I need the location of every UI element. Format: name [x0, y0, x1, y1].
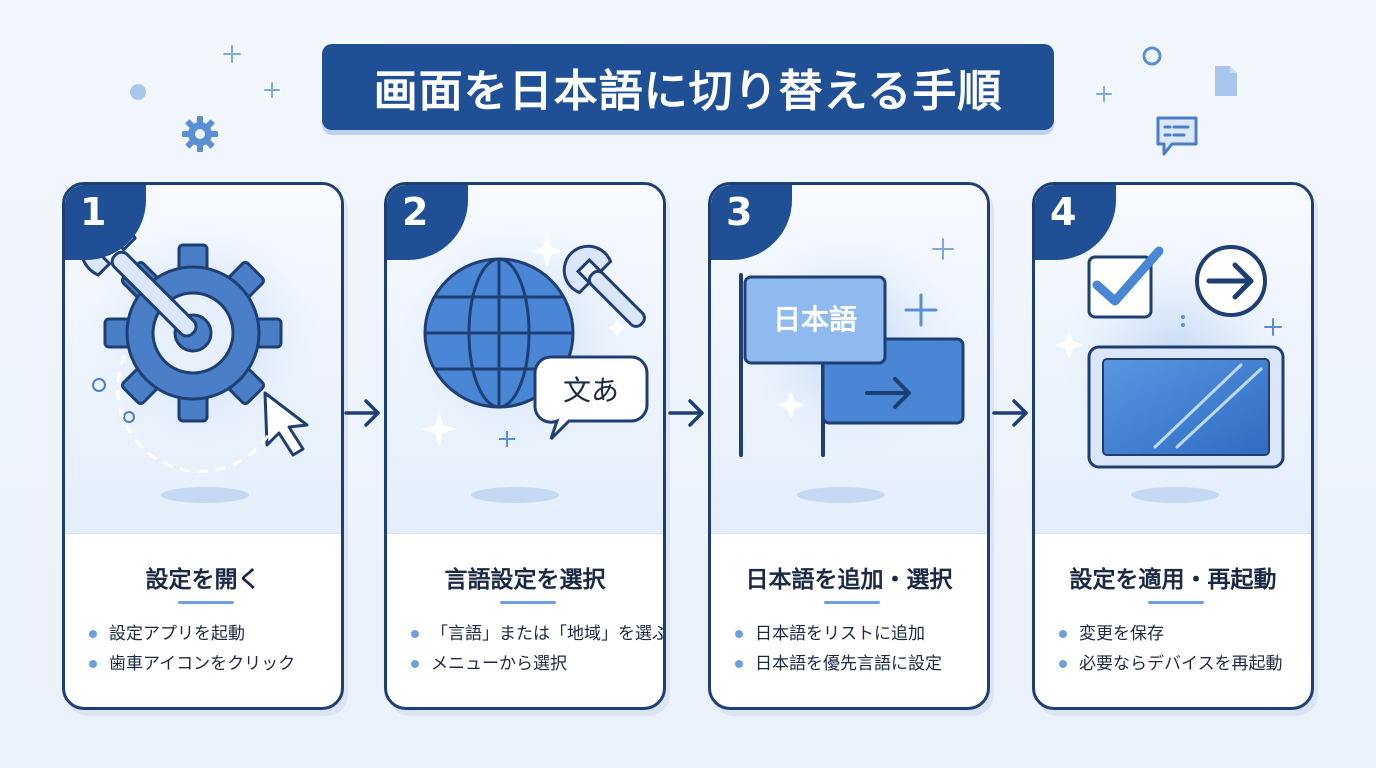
list-item: メニューから選択 — [409, 649, 657, 679]
step-number-badge: 1 — [65, 185, 146, 260]
step-illustration: 文あ 2 — [387, 185, 663, 534]
step-number: 3 — [726, 190, 753, 234]
list-item: 歯車アイコンをクリック — [87, 649, 335, 679]
step-bullets: 日本語をリストに追加 日本語を優先言語に設定 — [733, 619, 981, 679]
list-item: 必要ならデバイスを再起動 — [1057, 649, 1305, 679]
step-illustration: 1 — [65, 185, 341, 534]
page-title: 画面を日本語に切り替える手順 — [373, 66, 1003, 117]
sparkle-icon — [223, 45, 241, 63]
document-icon — [1215, 66, 1237, 96]
step-title: 設定を適用・再起動 — [1069, 567, 1277, 593]
next-arrow-icon — [992, 399, 1028, 427]
step-illustration: 4 — [1035, 185, 1311, 534]
gear-icon — [182, 116, 218, 152]
step-card-3: 日本語 3 日本語を追加・選択 日本語をリストに追加 日本語を優先言語に設定 — [708, 182, 990, 710]
list-item: 「言語」または「地域」を選ぶ — [409, 619, 663, 649]
language-flag-icon — [733, 227, 969, 503]
sparkle-icon — [1096, 86, 1112, 102]
next-arrow-icon — [344, 399, 380, 427]
step-number: 4 — [1050, 190, 1077, 234]
divider — [500, 601, 556, 604]
step-illustration: 日本語 3 — [711, 185, 987, 534]
list-item: 日本語をリストに追加 — [733, 619, 981, 649]
gear-wrench-cursor-icon — [79, 215, 323, 503]
step-card-4: 4 設定を適用・再起動 変更を保存 必要ならデバイスを再起動 — [1032, 182, 1314, 710]
circle-icon — [1142, 46, 1162, 66]
list-item: 設定アプリを起動 — [87, 619, 335, 649]
divider — [1148, 601, 1204, 604]
step-title: 設定を開く — [145, 567, 261, 593]
divider — [824, 601, 880, 604]
next-arrow-icon — [668, 399, 704, 427]
sparkle-icon — [264, 82, 280, 98]
title-banner: 画面を日本語に切り替える手順 — [322, 44, 1054, 130]
list-item: 変更を保存 — [1057, 619, 1305, 649]
step-bullets: 「言語」または「地域」を選ぶ メニューから選択 — [409, 619, 663, 679]
step-bullets: 変更を保存 必要ならデバイスを再起動 — [1057, 619, 1305, 679]
chat-icon — [1156, 116, 1198, 156]
divider — [178, 601, 234, 604]
translate-bubble-text: 文あ — [562, 374, 619, 407]
step-title: 言語設定を選択 — [444, 567, 606, 593]
step-card-1: 1 設定を開く 設定アプリを起動 歯車アイコンをクリック — [62, 182, 344, 710]
step-bullets: 設定アプリを起動 歯車アイコンをクリック — [87, 619, 335, 679]
step-title: 日本語を追加・選択 — [745, 567, 953, 593]
check-apply-monitor-icon — [1055, 245, 1295, 503]
step-card-2: 文あ 2 言語設定を選択 「言語」または「地域」を選ぶ メニューから選択 — [384, 182, 666, 710]
list-item: 日本語を優先言語に設定 — [733, 649, 981, 679]
globe-translate-icon — [397, 215, 649, 503]
step-number: 1 — [80, 190, 107, 234]
step-number: 2 — [402, 190, 429, 234]
flag-language-label: 日本語 — [772, 303, 857, 336]
dot-icon — [130, 84, 146, 100]
